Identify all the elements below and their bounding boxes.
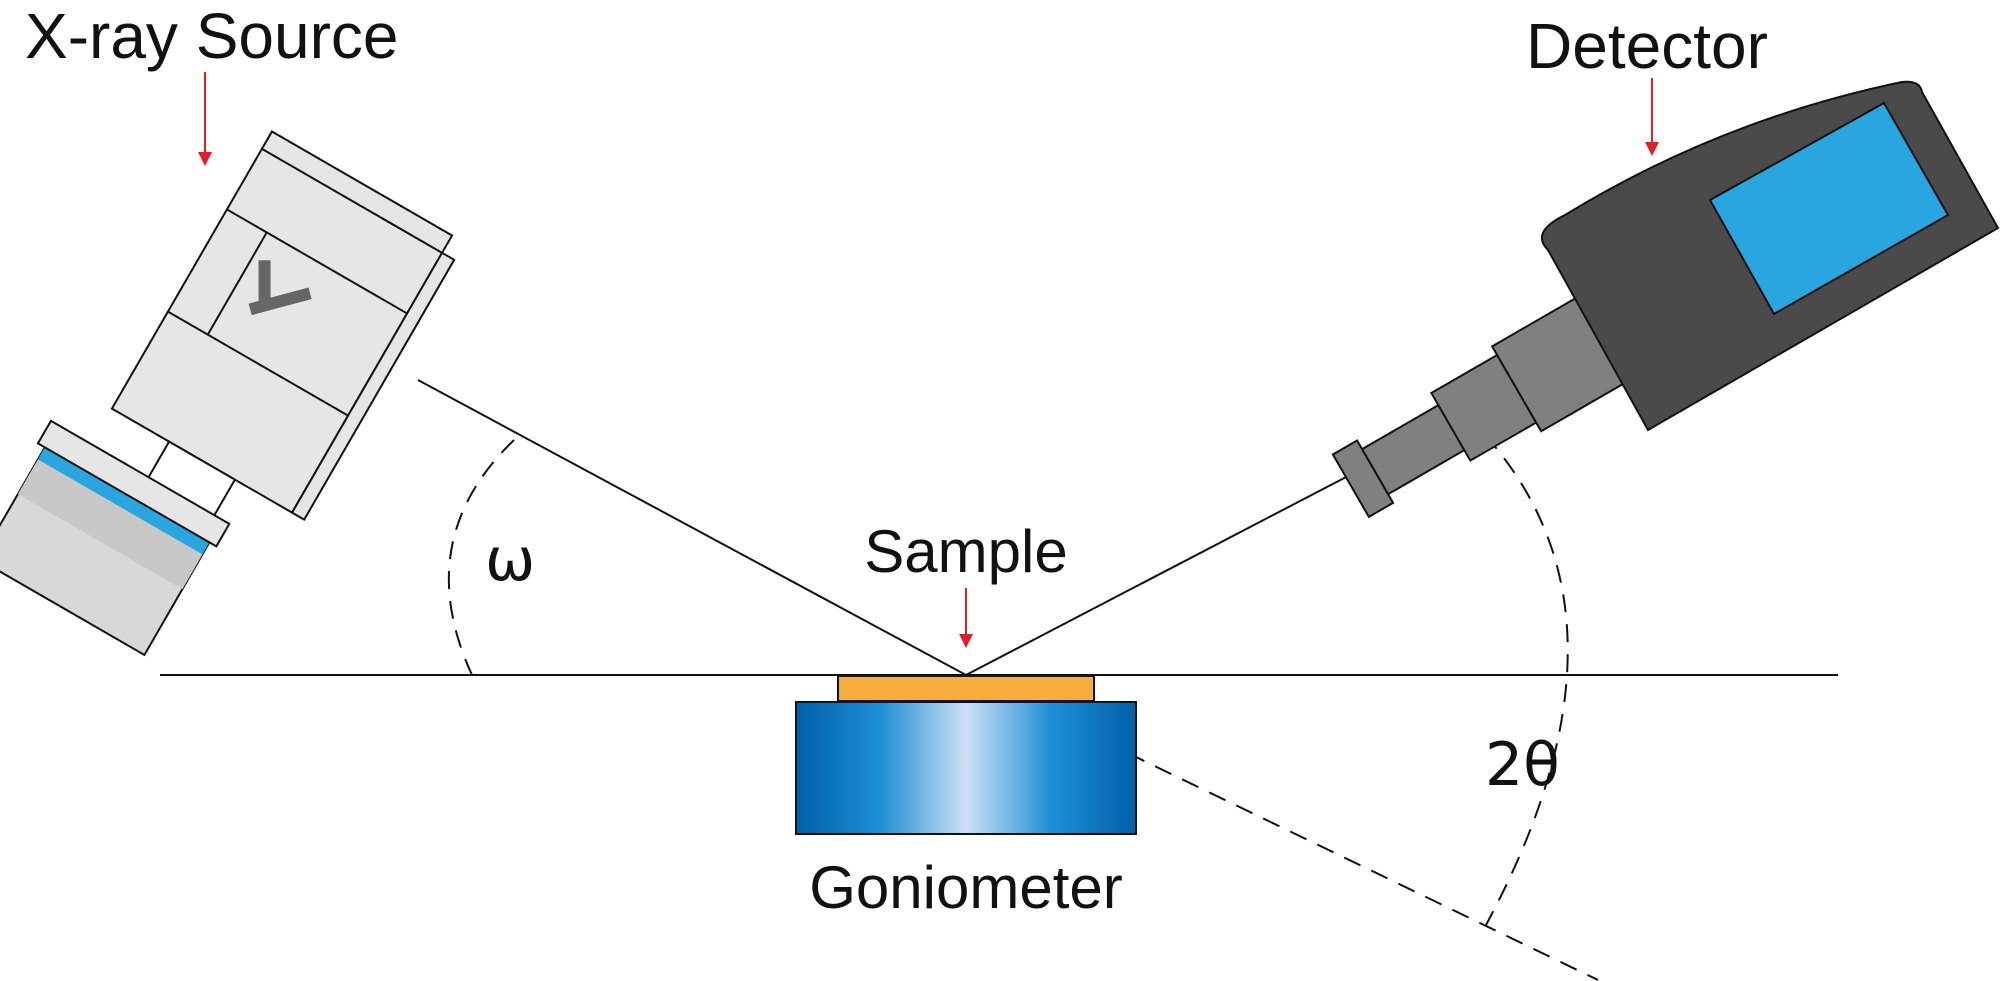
sample-plate-icon [837, 675, 1095, 702]
sample-arrow [959, 588, 973, 648]
sample-label: Sample [864, 518, 1067, 585]
diffracted-beam [965, 474, 1351, 676]
detector-arrow [1645, 78, 1659, 156]
detector-icon [1331, 80, 2000, 519]
goniometer-stage-icon [795, 701, 1137, 835]
transmitted-beam-dashed [965, 674, 1599, 981]
xray-tube-icon [110, 130, 456, 555]
two-theta-label: 2θ [1485, 730, 1560, 800]
xray-source-label: X-ray Source [25, 0, 398, 72]
xray-source-arrow [198, 72, 212, 166]
xray-tube-cylinder [0, 419, 231, 657]
omega-label: ω [485, 525, 535, 595]
omega-angle-arc [447, 439, 515, 676]
goniometer-label: Goniometer [809, 854, 1122, 921]
incident-beam [417, 379, 967, 676]
detector-label: Detector [1526, 10, 1768, 82]
two-theta-angle-arc [1484, 434, 1569, 926]
